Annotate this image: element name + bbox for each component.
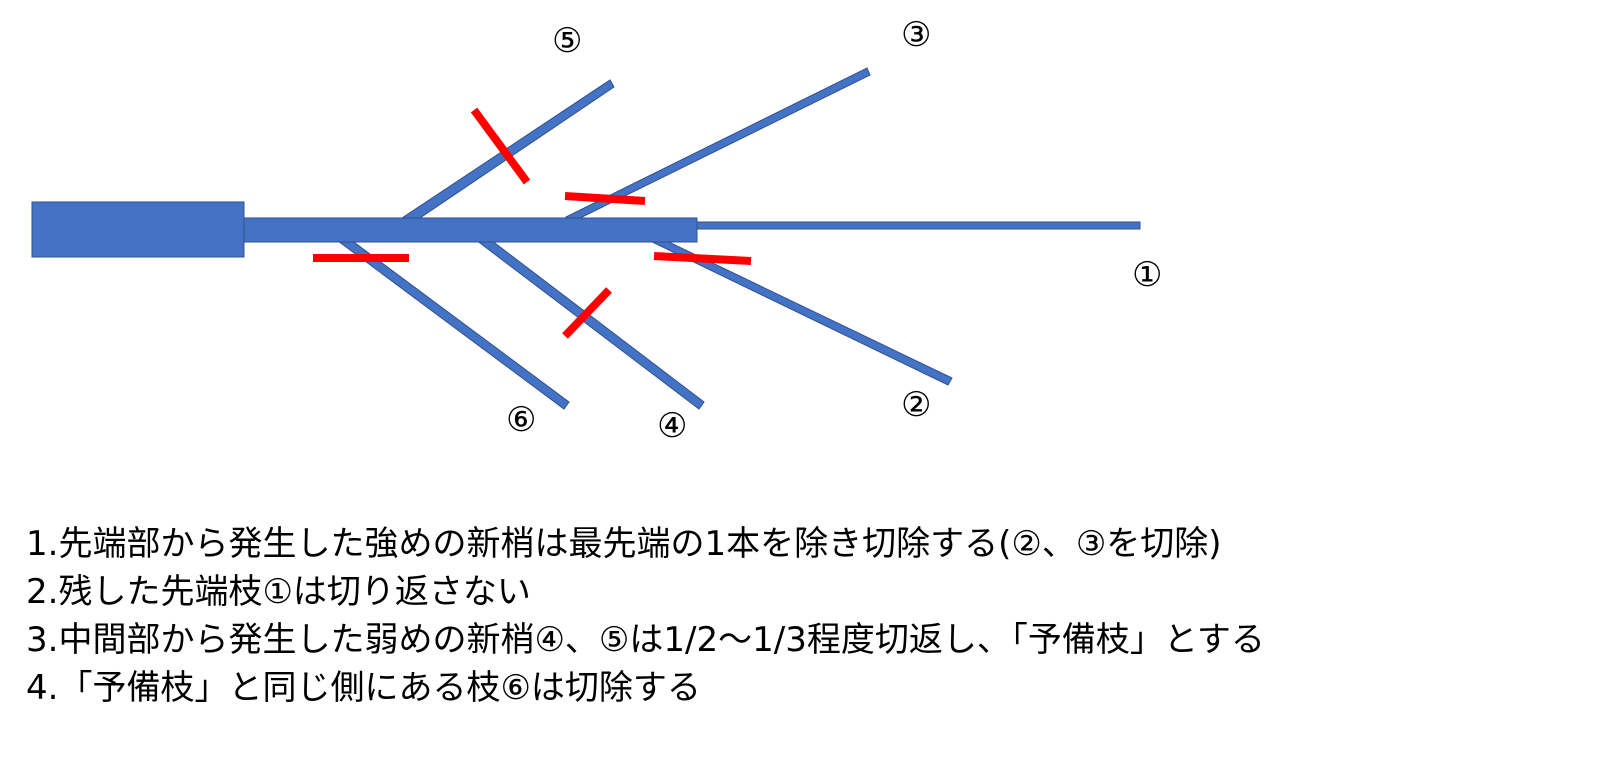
instruction-item: 1.先端部から発生した強めの新梢は最先端の1本を除き切除する(②、③を切除) <box>26 524 1222 564</box>
cut-mark-branch-3 <box>564 192 646 205</box>
instruction-item: 4.「予備枝」と同じ側にある枝⑥は切除する <box>26 668 701 708</box>
main-stem <box>243 217 698 243</box>
label-branch-4: ④ <box>657 406 687 446</box>
cut-mark-branch-5 <box>470 107 531 185</box>
instruction-item: 3.中間部から発生した弱めの新梢④、⑤は1/2～1/3程度切返し、「予備枝」とす… <box>26 620 1265 660</box>
label-branch-2: ② <box>901 385 931 425</box>
instruction-list: 1.先端部から発生した強めの新梢は最先端の1本を除き切除する(②、③を切除) 2… <box>26 520 1586 712</box>
label-branch-5: ⑤ <box>552 21 582 61</box>
branch-1 <box>695 221 1141 230</box>
cut-mark-branch-4 <box>562 287 612 339</box>
label-branch-6: ⑥ <box>506 400 536 440</box>
instruction-item: 2.残した先端枝①は切り返さない <box>26 572 531 612</box>
label-branch-1: ① <box>1132 255 1162 295</box>
cut-mark-branch-2 <box>653 252 752 265</box>
label-branch-3: ③ <box>901 15 931 55</box>
old-wood-base <box>31 201 245 258</box>
